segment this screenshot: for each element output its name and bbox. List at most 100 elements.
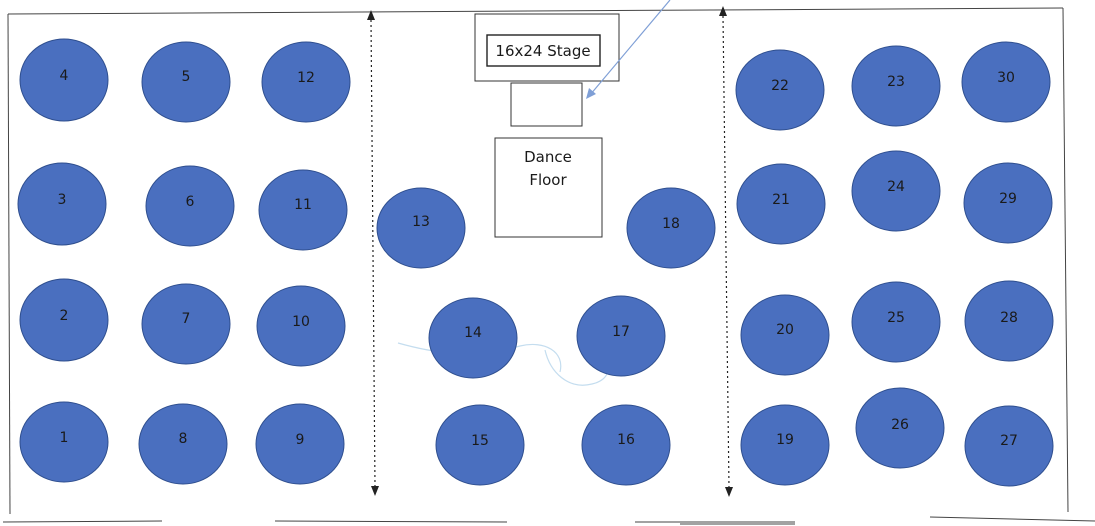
table-1: 1 <box>19 401 109 483</box>
table-number: 13 <box>412 214 430 230</box>
dance-floor: Dance Floor <box>494 137 603 238</box>
table-circle <box>851 150 941 232</box>
table-8: 8 <box>138 403 228 485</box>
table-number: 29 <box>999 191 1017 207</box>
room-right-wall <box>1062 7 1069 513</box>
table-number: 5 <box>182 69 191 85</box>
arrow-down-icon <box>371 486 379 496</box>
table-circle <box>964 280 1054 362</box>
table-number: 8 <box>179 431 188 447</box>
dance-floor-box <box>494 137 603 238</box>
table-circle <box>19 38 109 122</box>
stage-step-box <box>510 82 583 127</box>
dance-floor-label-line1: Dance <box>524 148 572 166</box>
arrow-up-icon <box>367 10 375 20</box>
table-number: 17 <box>612 324 630 340</box>
table-number: 19 <box>776 432 794 448</box>
table-number: 11 <box>294 197 312 213</box>
table-22: 22 <box>735 49 825 131</box>
table-20: 20 <box>740 294 830 376</box>
table-25: 25 <box>851 281 941 363</box>
table-circle <box>435 404 525 486</box>
table-21: 21 <box>736 163 826 245</box>
table-10: 10 <box>256 285 346 367</box>
table-26: 26 <box>855 387 945 469</box>
table-number: 9 <box>296 432 305 448</box>
table-9: 9 <box>255 403 345 485</box>
stage-label: 16x24 Stage <box>495 42 590 60</box>
table-circle <box>736 163 826 245</box>
table-circle <box>626 187 716 269</box>
table-circle <box>19 278 109 362</box>
table-number: 14 <box>464 325 482 341</box>
table-circle <box>255 403 345 485</box>
table-3: 3 <box>17 162 107 246</box>
pointer-arrow <box>586 0 671 99</box>
arrow-up-icon <box>719 6 727 16</box>
table-circle <box>145 165 235 247</box>
table-circle <box>576 295 666 377</box>
table-number: 18 <box>662 216 680 232</box>
table-14: 14 <box>428 297 518 379</box>
table-number: 1 <box>60 430 69 446</box>
table-15: 15 <box>435 404 525 486</box>
bottom-wall-segment <box>2 520 163 523</box>
table-circle <box>256 285 346 367</box>
table-number: 22 <box>771 78 789 94</box>
room-top-wall <box>7 7 1064 15</box>
dance-floor-label-line2: Floor <box>529 171 567 189</box>
table-circle <box>19 401 109 483</box>
table-circle <box>855 387 945 469</box>
stage: 16x24 Stage <box>474 13 620 82</box>
table-23: 23 <box>851 45 941 127</box>
table-circle <box>258 169 348 251</box>
table-circle <box>740 294 830 376</box>
table-circle <box>261 41 351 123</box>
table-7: 7 <box>141 283 231 365</box>
aisle-divider-right <box>719 6 733 497</box>
table-circle <box>141 41 231 123</box>
table-number: 6 <box>186 194 195 210</box>
table-6: 6 <box>145 165 235 247</box>
table-number: 28 <box>1000 310 1018 326</box>
bottom-wall-segment <box>274 520 508 523</box>
table-circle <box>735 49 825 131</box>
table-5: 5 <box>141 41 231 123</box>
table-number: 26 <box>891 417 909 433</box>
table-circle <box>961 41 1051 123</box>
table-circle <box>963 162 1053 244</box>
table-17: 17 <box>576 295 666 377</box>
table-28: 28 <box>964 280 1054 362</box>
aisle-divider-left <box>367 10 379 496</box>
table-13: 13 <box>376 187 466 269</box>
room-outline <box>2 7 1095 525</box>
table-circle <box>428 297 518 379</box>
table-number: 25 <box>887 310 905 326</box>
room-left-wall <box>7 13 11 515</box>
table-number: 7 <box>182 311 191 327</box>
table-number: 4 <box>60 68 69 84</box>
table-number: 21 <box>772 192 790 208</box>
table-30: 30 <box>961 41 1051 123</box>
bottom-wall-segment <box>929 516 1095 522</box>
table-number: 2 <box>60 308 69 324</box>
table-circle <box>141 283 231 365</box>
table-number: 20 <box>776 322 794 338</box>
table-circle <box>581 404 671 486</box>
table-circle <box>17 162 107 246</box>
table-number: 15 <box>471 433 489 449</box>
table-11: 11 <box>258 169 348 251</box>
table-number: 16 <box>617 432 635 448</box>
table-number: 10 <box>292 314 310 330</box>
table-2: 2 <box>19 278 109 362</box>
table-circle <box>138 403 228 485</box>
table-18: 18 <box>626 187 716 269</box>
table-number: 3 <box>58 192 67 208</box>
table-4: 4 <box>19 38 109 122</box>
table-circle <box>376 187 466 269</box>
table-number: 24 <box>887 179 905 195</box>
table-number: 23 <box>887 74 905 90</box>
table-24: 24 <box>851 150 941 232</box>
